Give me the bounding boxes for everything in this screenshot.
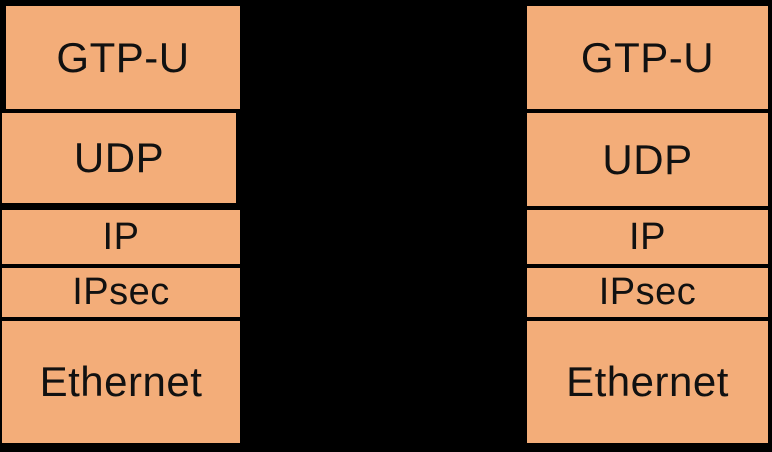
gtp-u-label: GTP-U [580, 33, 715, 81]
ipsec-layer: IPsec [525, 266, 770, 319]
ethernet-layer: Ethernet [0, 319, 242, 445]
udp-label: UDP [73, 134, 165, 181]
gtp-u-label: GTP-U [56, 33, 190, 81]
ipsec-layer: IPsec [0, 266, 242, 319]
ethernet-label: Ethernet [566, 358, 729, 405]
protocol-stack-right: GTP-U UDP IP IPsec Ethernet [523, 0, 772, 452]
udp-layer: UDP [525, 111, 770, 208]
udp-layer: UDP [0, 111, 238, 205]
ip-layer: IP [525, 208, 770, 266]
ethernet-layer: Ethernet [525, 319, 770, 445]
gtp-u-layer: GTP-U [4, 4, 242, 111]
gtp-u-layer: GTP-U [525, 4, 770, 111]
ip-layer: IP [0, 208, 242, 266]
ip-label: IP [629, 215, 666, 258]
ip-label: IP [102, 215, 140, 258]
ipsec-label: IPsec [72, 271, 170, 313]
protocol-stack-left: GTP-U UDP IP IPsec Ethernet [0, 0, 244, 452]
ipsec-label: IPsec [598, 271, 697, 313]
ethernet-label: Ethernet [39, 358, 203, 405]
udp-label: UDP [602, 135, 693, 183]
